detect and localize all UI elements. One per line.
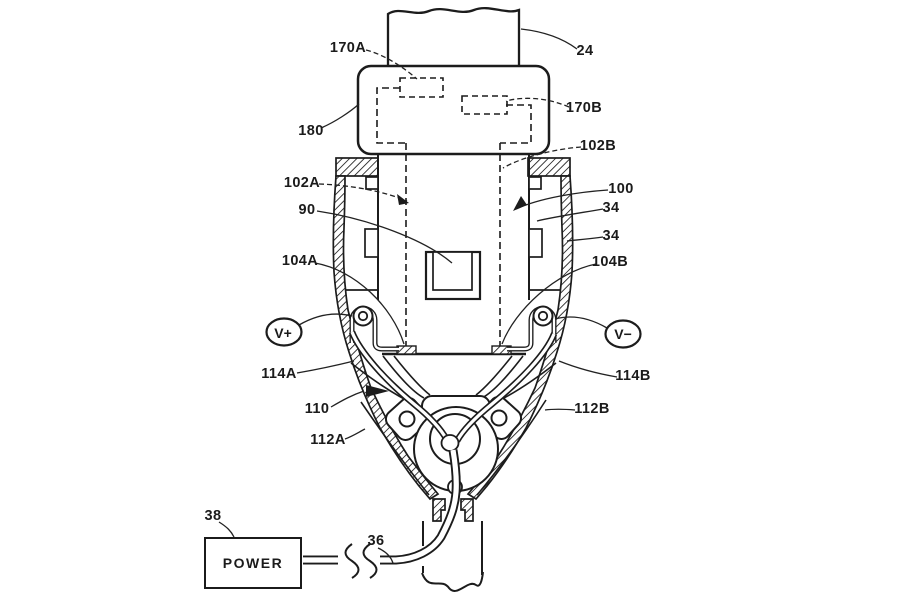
shell-cap-right	[527, 157, 571, 177]
ref-label-114B: 114B	[615, 368, 651, 384]
connector-90-bore	[432, 251, 473, 291]
cable-24	[386, 7, 521, 68]
arrow-100	[513, 196, 527, 211]
ref-label-34b: 34	[602, 228, 620, 244]
internal-wires	[348, 330, 558, 452]
cable-break-mark	[362, 543, 378, 579]
ref-label-34a: 34	[602, 200, 620, 216]
arrow-102A	[397, 194, 409, 205]
ref-label-180: 180	[298, 123, 324, 139]
arrow-110	[366, 385, 389, 397]
contact-clips	[349, 305, 557, 352]
carrier-notch	[364, 228, 379, 258]
carrier-notch	[528, 228, 543, 258]
tube-break-wave	[421, 571, 484, 592]
terminal-label-v-plus: V+	[274, 325, 292, 341]
bell-inner-contours	[350, 355, 557, 496]
ref-label-110: 110	[304, 401, 330, 417]
power-cable-36	[303, 449, 461, 579]
neck-block-right	[460, 498, 474, 522]
ref-label-24: 24	[576, 43, 594, 59]
ref-label-90: 90	[298, 202, 316, 218]
balloon-v-minus	[604, 319, 642, 349]
terminal-pad-104A	[396, 345, 417, 355]
ref-label-102A: 102A	[283, 175, 321, 191]
plug-housing-180	[356, 64, 551, 346]
battery-carrier	[345, 154, 561, 356]
ref-label-112B: 112B	[574, 401, 610, 417]
terminal-balloons	[265, 317, 642, 349]
terminal-label-v-minus: V−	[614, 326, 632, 342]
ref-label-102B: 102B	[579, 138, 617, 154]
flange-hole-left	[398, 410, 416, 428]
neck-block-left	[432, 498, 446, 522]
ref-label-170B: 170B	[565, 100, 603, 116]
ref-label-100: 100	[608, 181, 634, 197]
stem-tube	[421, 521, 484, 592]
ref-label-170A: 170A	[329, 40, 367, 56]
flange-hole-right	[490, 409, 508, 427]
shell-cap-left	[335, 157, 379, 177]
wire-collar	[440, 434, 460, 452]
power-box-label: POWER	[222, 555, 284, 571]
carrier-notch	[528, 176, 542, 190]
leader-arrowheads	[366, 194, 527, 397]
ref-label-112A: 112A	[310, 432, 346, 448]
power-supply-box: POWER	[204, 537, 302, 589]
ref-label-114A: 114A	[261, 366, 297, 382]
cable-break-mark	[344, 543, 360, 579]
ref-label-104B: 104B	[591, 254, 629, 270]
ref-label-36: 36	[367, 533, 385, 549]
ref-label-38: 38	[204, 508, 222, 524]
balloon-v-plus	[265, 317, 303, 347]
carrier-notch	[365, 176, 379, 190]
ref-label-104A: 104A	[281, 253, 319, 269]
bell-shell	[332, 157, 574, 522]
